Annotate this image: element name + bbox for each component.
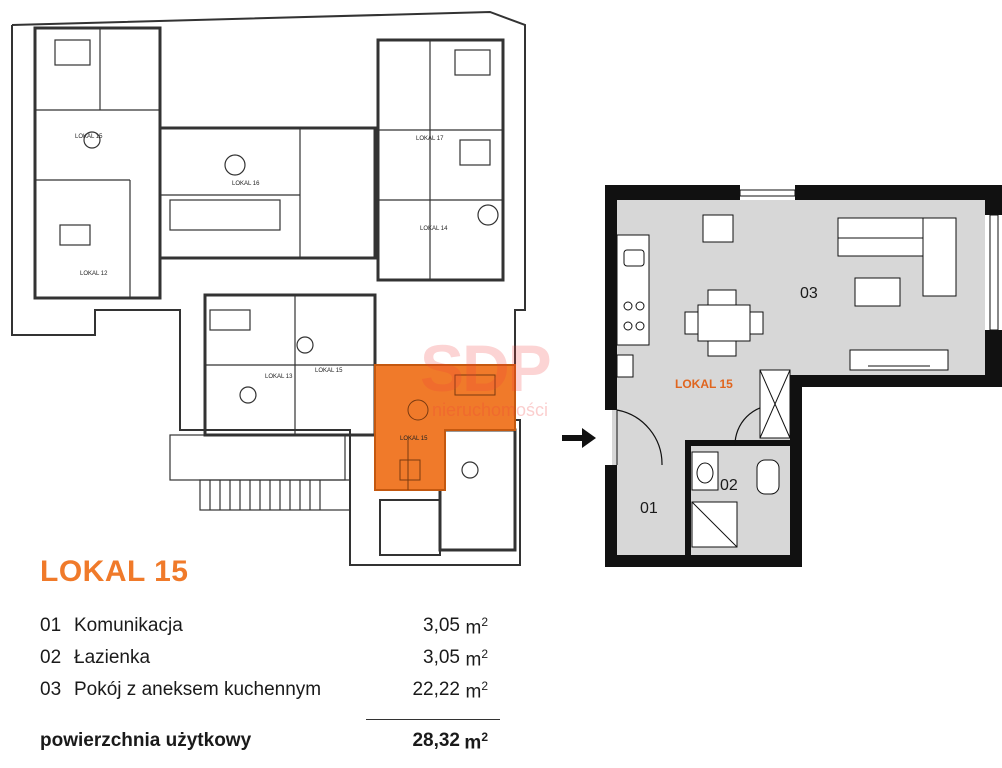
- overview-label-0: LOKAL 15: [400, 436, 428, 442]
- overview-label-7: LOKAL 17: [416, 136, 444, 142]
- arrow-right-icon: [562, 428, 596, 448]
- row-unit: m2: [465, 647, 488, 671]
- highlighted-unit-lokal-15: [374, 364, 516, 491]
- overview-label-1: LOKAL 15: [75, 134, 103, 140]
- area-row-02: 02 Łazienka 3,05 m2: [40, 647, 500, 677]
- overview-label-6: LOKAL 16: [232, 181, 260, 187]
- watermark-subtitle: nieruchomości: [432, 400, 549, 420]
- total-area: 28,32: [412, 730, 460, 751]
- building-overview-plan: LOKAL 15 LOKAL 13 LOKAL 12 LOKAL 14 LOKA…: [11, 10, 526, 566]
- overview-label-4: LOKAL 14: [420, 226, 448, 232]
- row-name: Łazienka: [74, 647, 151, 668]
- row-number: 01: [40, 615, 62, 636]
- total-separator: [366, 719, 500, 720]
- row-name: Komunikacja: [74, 615, 183, 636]
- unit-label: LOKAL 15: [675, 377, 733, 391]
- row-area: 3,05: [423, 647, 460, 668]
- total-label: powierzchnia użytkowy: [40, 730, 252, 751]
- overview-label-5: LOKAL 15: [315, 368, 343, 374]
- watermark-logo: SDP: [420, 331, 552, 405]
- room-label-01: 01: [640, 500, 658, 517]
- overview-label-2: LOKAL 13: [265, 374, 293, 380]
- room-label-03: 03: [800, 285, 818, 302]
- overview-label-3: LOKAL 12: [80, 271, 108, 277]
- row-name: Pokój z aneksem kuchennym: [74, 679, 322, 700]
- area-row-03: 03 Pokój z aneksem kuchennym 22,22 m2: [40, 679, 500, 709]
- unit-title: LOKAL 15: [40, 555, 189, 588]
- total-unit: m2: [464, 730, 488, 754]
- row-unit: m2: [465, 615, 488, 639]
- area-row-01: 01 Komunikacja 3,05 m2: [40, 615, 500, 645]
- area-total-row: powierzchnia użytkowy 28,32 m2: [40, 730, 500, 760]
- row-area: 22,22: [412, 679, 460, 700]
- unit-floor-plan: 03 02 01 LOKAL 15: [605, 185, 1002, 567]
- row-number: 03: [40, 679, 62, 700]
- row-area: 3,05: [423, 615, 460, 636]
- row-unit: m2: [465, 679, 488, 703]
- row-number: 02: [40, 647, 62, 668]
- room-label-02: 02: [720, 477, 738, 494]
